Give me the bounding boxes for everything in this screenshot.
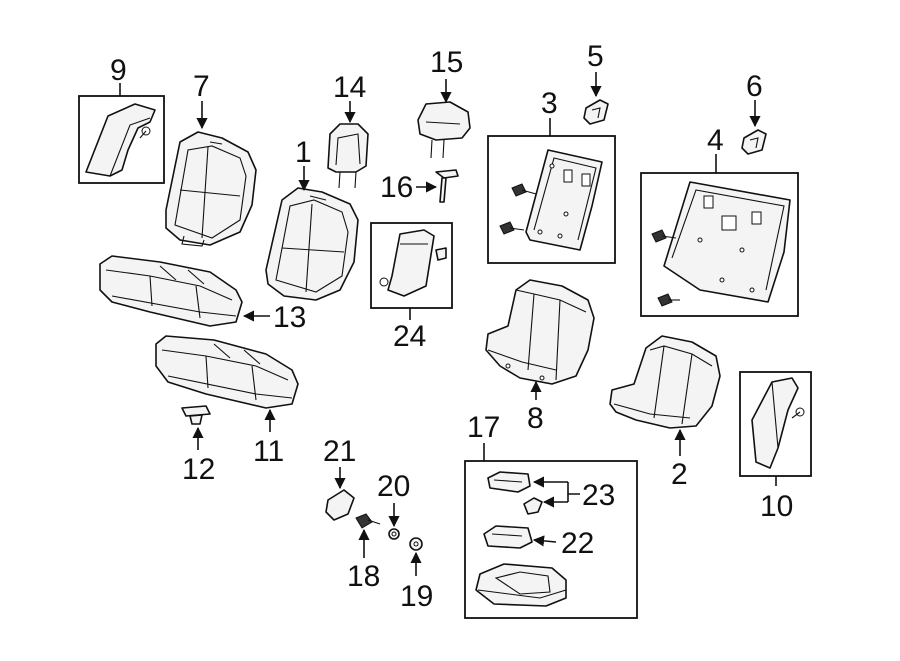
- part-18-bolt: [355, 513, 381, 529]
- part-24-bracket: [379, 229, 447, 297]
- part-23-cup-holder-trim: [487, 471, 543, 515]
- callout-23: 23: [582, 479, 615, 512]
- callout-24: 24: [393, 320, 426, 353]
- callout-4: 4: [707, 124, 724, 157]
- part-5-pad: [583, 99, 609, 125]
- callout-7: 7: [193, 70, 210, 103]
- part-12-clip: [181, 405, 211, 425]
- part-15-headrest: [417, 101, 471, 159]
- frame-part-9: [78, 95, 165, 184]
- callout-15: 15: [430, 46, 463, 79]
- callout-14: 14: [333, 71, 366, 104]
- part-6-pad: [741, 129, 767, 155]
- callout-11: 11: [253, 435, 284, 468]
- callout-17: 17: [467, 411, 500, 444]
- part-4-seat-back-frame: [651, 181, 791, 307]
- part-16-guide: [435, 169, 459, 203]
- callout-8: 8: [527, 402, 544, 435]
- callout-10: 10: [760, 490, 793, 523]
- callout-6: 6: [746, 70, 763, 103]
- part-8-seat-back: [485, 279, 595, 385]
- part-13-seat-cushion: [99, 255, 243, 327]
- part-21-cap: [325, 489, 355, 521]
- frame-part-24: [370, 222, 453, 309]
- part-2-seat-back: [609, 335, 721, 429]
- part-22-cup-holder: [483, 525, 533, 549]
- part-17-armrest: [475, 563, 567, 607]
- part-1-seat-back-center: [265, 187, 359, 301]
- callout-19: 19: [400, 580, 433, 613]
- part-19-washer: [409, 537, 423, 551]
- part-3-seat-back-frame: [499, 149, 603, 251]
- callout-3: 3: [541, 87, 558, 120]
- callout-9: 9: [110, 54, 127, 87]
- frame-part-4: [640, 172, 799, 317]
- callout-12: 12: [182, 453, 215, 486]
- callout-21: 21: [323, 435, 356, 468]
- part-11-seat-cushion: [155, 335, 299, 409]
- callout-18: 18: [347, 560, 380, 593]
- callout-2: 2: [671, 458, 688, 491]
- part-9-bolster-trim: [85, 103, 156, 177]
- callout-1: 1: [295, 136, 312, 169]
- part-20-washer: [388, 528, 400, 540]
- part-7-seat-back-left: [165, 131, 257, 247]
- callout-22: 22: [561, 527, 594, 560]
- callout-5: 5: [587, 40, 604, 73]
- part-10-bolster-trim: [751, 377, 805, 469]
- callout-13: 13: [273, 301, 306, 334]
- part-14-headrest: [327, 123, 369, 189]
- callout-leaders: [119, 72, 777, 576]
- frame-part-17: [464, 460, 638, 619]
- callout-16: 16: [380, 171, 413, 204]
- frame-part-3: [487, 135, 616, 264]
- callout-20: 20: [377, 470, 410, 503]
